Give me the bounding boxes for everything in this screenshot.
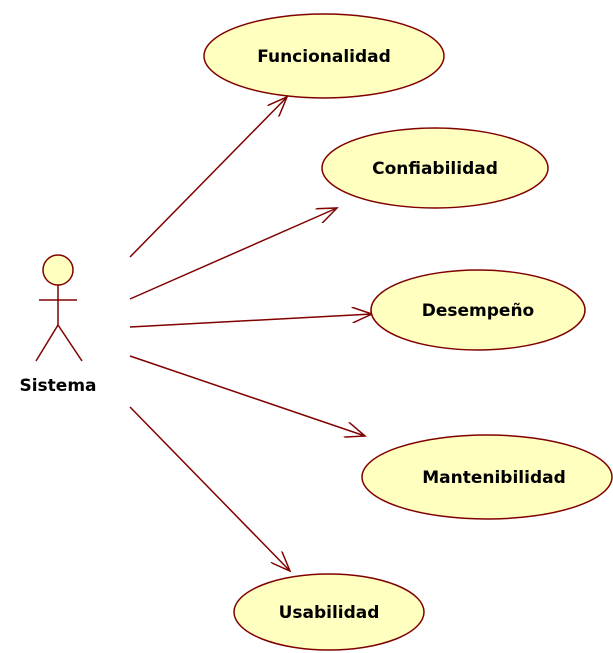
stick-figure-actor-icon: [35, 254, 83, 362]
association-mantenibilidad: [129, 355, 365, 436]
use-case-mantenibilidad[interactable]: Mantenibilidad: [361, 434, 613, 520]
use-case-usabilidad[interactable]: Usabilidad: [233, 573, 425, 651]
use-case-label: Confiabilidad: [372, 159, 498, 179]
use-case-confiabilidad[interactable]: Confiabilidad: [321, 127, 549, 209]
association-confiabilidad: [129, 208, 337, 300]
association-usabilidad: [129, 406, 290, 571]
use-case-label: Usabilidad: [279, 603, 380, 623]
use-case-label: Desempeño: [422, 301, 534, 321]
association-desempeno: [129, 314, 372, 328]
use-case-funcionalidad[interactable]: Funcionalidad: [203, 13, 445, 99]
association-funcionalidad: [129, 97, 287, 258]
use-case-desempeno[interactable]: Desempeño: [370, 269, 586, 351]
actor-label: Sistema: [19, 376, 96, 396]
associations: [129, 97, 372, 571]
use-case-label: Funcionalidad: [257, 47, 391, 67]
actor-sistema[interactable]: Sistema: [19, 254, 97, 396]
use-case-label: Mantenibilidad: [422, 468, 566, 488]
